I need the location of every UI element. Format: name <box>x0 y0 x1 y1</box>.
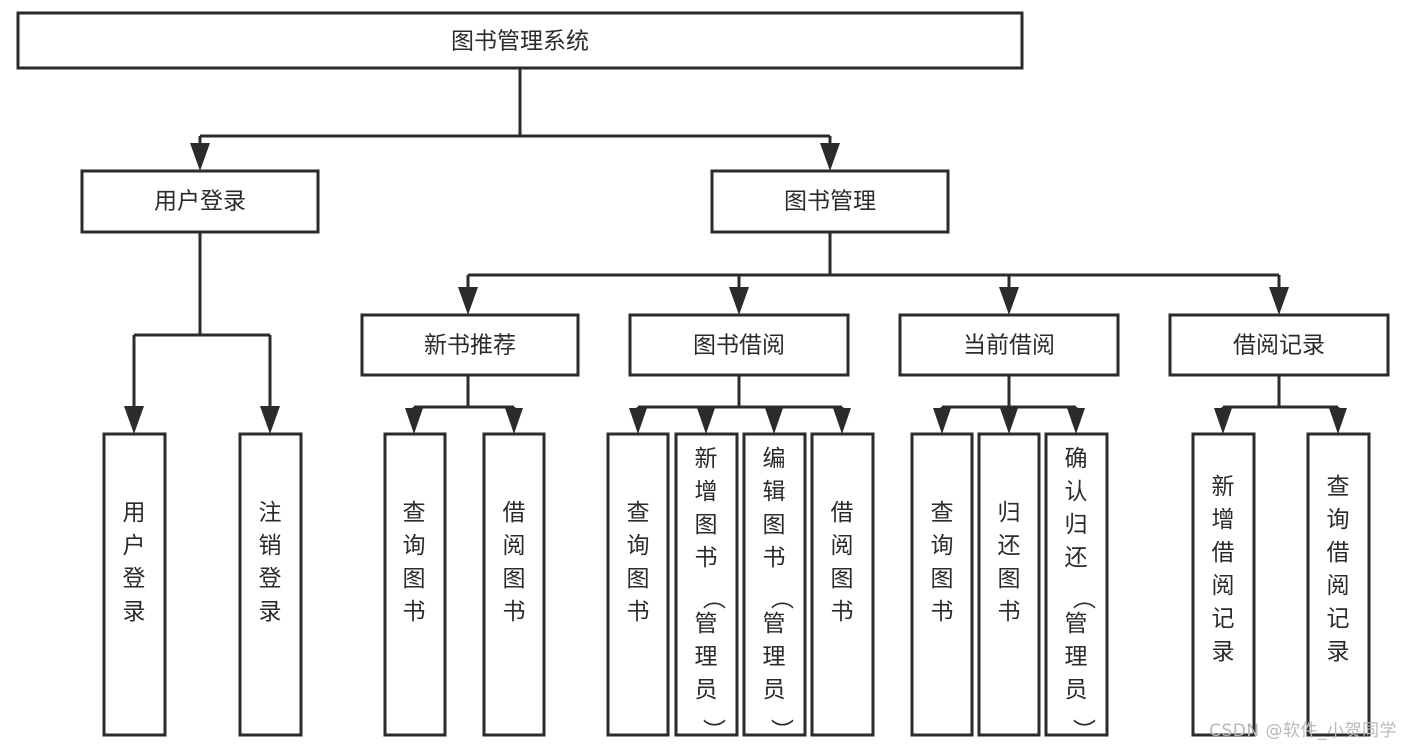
leaf-book-borrow-add-label: 新增图书管理员 <box>695 446 718 703</box>
node-borrow-record-label: 借阅记录 <box>1233 333 1325 359</box>
node-current-borrow-box <box>898 313 1120 377</box>
arrowhead-current-query <box>933 408 951 434</box>
connector-group-borrow-record <box>1214 375 1347 434</box>
connector-group-bookmgmt <box>458 232 1289 315</box>
svg-text:（: （ <box>1070 587 1096 610</box>
node-root-system[interactable]: 图书管理系统 <box>16 11 1024 70</box>
connector-group-root <box>190 68 840 171</box>
leaf-book-borrow-edit-box <box>742 432 807 737</box>
leaf-book-borrow-query-box <box>606 432 670 737</box>
leaf-user-login-logout-label: 注销登录 <box>259 500 282 625</box>
leaf-current-borrow-query-box <box>910 432 974 737</box>
leaf-current-borrow-confirm-box <box>1044 432 1109 737</box>
connector-group-book-borrow <box>629 375 851 434</box>
leaf-book-borrow-lend[interactable]: 借阅图书 <box>810 432 875 737</box>
csdn-watermark: CSDN @软件_小贺同学 <box>1209 721 1397 741</box>
node-book-borrow[interactable]: 图书借阅 <box>628 313 850 377</box>
leaf-book-borrow-edit-label: 编辑图书管理员 <box>763 446 786 703</box>
node-new-book-recommend-label: 新书推荐 <box>424 333 516 359</box>
leaf-user-login-login[interactable]: 用户登录 <box>102 432 167 737</box>
leaf-book-borrow-edit[interactable]: 编辑图书管理员 （ ） <box>742 432 807 742</box>
arrowhead-newbook-query <box>405 408 423 434</box>
node-book-borrow-label: 图书借阅 <box>693 333 785 359</box>
leaf-new-book-query-label: 查询图书 <box>403 500 426 625</box>
svg-text:）: ） <box>1070 719 1096 742</box>
svg-text:）: ） <box>700 719 726 742</box>
leaf-current-borrow-confirm-label: 确认归还管理员 <box>1065 446 1088 703</box>
svg-text:）: ） <box>768 719 794 742</box>
arrowhead-current-borrow <box>999 287 1019 315</box>
arrowhead-current-confirm <box>1067 408 1085 434</box>
node-current-borrow[interactable]: 当前借阅 <box>898 313 1120 377</box>
leaf-current-borrow-query[interactable]: 查询图书 <box>910 432 974 737</box>
arrowhead-bookborrow-edit <box>765 408 783 434</box>
arrowhead-leaf-user-login <box>124 406 144 434</box>
leaf-current-borrow-confirm[interactable]: 确认归还管理员 （ ） <box>1044 432 1109 742</box>
arrowhead-record-add <box>1214 408 1232 434</box>
arrowhead-current-return <box>1000 408 1018 434</box>
arrowhead-leaf-logout <box>260 406 280 434</box>
node-borrow-record-box <box>1168 313 1390 377</box>
node-book-management-label: 图书管理 <box>784 189 876 215</box>
arrowhead-bookmgmt <box>820 143 840 171</box>
node-user-login-label: 用户登录 <box>154 189 246 215</box>
leaf-user-login-logout[interactable]: 注销登录 <box>238 432 303 737</box>
leaf-borrow-record-query-box <box>1306 432 1371 737</box>
leaf-current-borrow-return-label: 归还图书 <box>998 500 1021 625</box>
leaf-borrow-record-query-label: 查询借阅记录 <box>1327 474 1350 665</box>
connector-group-userlogin <box>124 232 280 434</box>
leaf-user-login-logout-box <box>238 432 303 737</box>
node-book-management-box <box>710 169 950 234</box>
leaf-user-login-login-label: 用户登录 <box>123 500 146 625</box>
node-root-system-box <box>16 11 1024 70</box>
leaf-new-book-query[interactable]: 查询图书 <box>383 432 447 737</box>
leaf-borrow-record-add-box <box>1191 432 1256 737</box>
arrowhead-borrow-record <box>1269 287 1289 315</box>
node-book-borrow-box <box>628 313 850 377</box>
leaf-current-borrow-return[interactable]: 归还图书 <box>977 432 1041 737</box>
node-root-system-label: 图书管理系统 <box>451 29 589 55</box>
leaf-book-borrow-add-box <box>674 432 739 737</box>
arrowhead-newbook-borrow <box>505 408 523 434</box>
connector-group-new-book-recommend <box>405 375 523 434</box>
arrowhead-bookborrow-add <box>697 408 715 434</box>
node-user-login-box <box>80 169 320 234</box>
leaf-borrow-record-query[interactable]: 查询借阅记录 <box>1306 432 1371 737</box>
leaf-user-login-login-box <box>102 432 167 737</box>
arrowhead-new-book-recommend <box>458 287 478 315</box>
arrowhead-book-borrow <box>729 287 749 315</box>
node-current-borrow-label: 当前借阅 <box>963 333 1055 359</box>
leaf-book-borrow-query[interactable]: 查询图书 <box>606 432 670 737</box>
leaf-new-book-borrow-box <box>482 432 546 737</box>
leaf-new-book-query-box <box>383 432 447 737</box>
arrowhead-record-query <box>1329 408 1347 434</box>
leaf-book-borrow-add[interactable]: 新增图书管理员 （ ） <box>674 432 739 742</box>
leaf-borrow-record-add[interactable]: 新增借阅记录 <box>1191 432 1256 737</box>
leaf-book-borrow-lend-box <box>810 432 875 737</box>
leaf-current-borrow-query-label: 查询图书 <box>931 500 954 625</box>
node-book-management[interactable]: 图书管理 <box>710 169 950 234</box>
leaf-new-book-borrow-label: 借阅图书 <box>503 500 526 625</box>
leaf-new-book-borrow[interactable]: 借阅图书 <box>482 432 546 737</box>
node-new-book-recommend-box <box>360 313 580 377</box>
leaf-current-borrow-return-box <box>977 432 1041 737</box>
arrowhead-userlogin <box>190 143 210 171</box>
node-borrow-record[interactable]: 借阅记录 <box>1168 313 1390 377</box>
leaf-book-borrow-lend-label: 借阅图书 <box>831 500 854 625</box>
svg-text:（: （ <box>700 587 726 610</box>
connector-group-current-borrow <box>933 375 1085 434</box>
node-user-login[interactable]: 用户登录 <box>80 169 320 234</box>
leaf-borrow-record-add-label: 新增借阅记录 <box>1212 474 1235 665</box>
svg-text:（: （ <box>768 587 794 610</box>
arrowhead-bookborrow-lend <box>833 408 851 434</box>
leaf-book-borrow-query-label: 查询图书 <box>627 500 650 625</box>
node-new-book-recommend[interactable]: 新书推荐 <box>360 313 580 377</box>
arrowhead-bookborrow-query <box>629 408 647 434</box>
